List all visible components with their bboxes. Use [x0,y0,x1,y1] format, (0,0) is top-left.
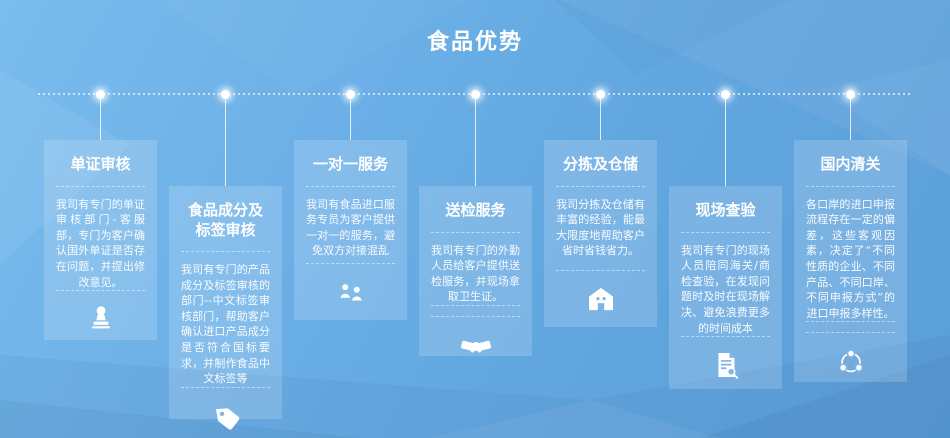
card-title: 一对一服务 [312,155,388,173]
timeline-dot [96,90,105,99]
page-title: 食品优势 [426,30,523,55]
advantage-card-customs-clearance: 国内清关 各口岸的进口申报流程存在一定的偏差，这些客观因素，决定了“不同性质的企… [794,140,907,382]
stamp-icon [56,301,145,335]
timeline-dot [471,90,480,99]
timeline-dot [596,90,605,99]
dashed-divider [306,263,395,264]
card-body-text: 我司有食品进口服务专员为客户提供一对一的服务，避免双方对接混乱 [306,197,395,258]
advantage-card-document-review: 单证审核 我司有专门的单证审核部门-客服部，专门为客户确认国外单证是否存在问题，… [44,140,157,340]
dashed-divider [56,185,145,187]
dashed-divider [681,336,770,338]
document-search-icon [681,347,770,381]
timeline-dot [346,90,355,99]
dashed-divider [556,185,645,187]
card-title: 分拣及仓储 [562,155,638,173]
dashed-divider [431,315,520,317]
handshake-icon [431,327,520,363]
dashed-divider [556,270,645,271]
advantage-card-sorting-warehousing: 分拣及仓储 我司分拣及仓储有丰富的经验，能最大限度地帮助客户省时省钱省力。 [544,140,657,327]
timeline-connector [225,99,226,186]
card-body-text: 我司有专门的现场人员陪同海关/商检查验，在发现问题时及时在现场解决、避免浪费更多… [681,243,770,335]
card-body-text: 我司有专门的单证审核部门-客服部，专门为客户确认国外单证是否存在问题，并提出修改… [56,197,145,289]
one-on-one-icon [306,274,395,308]
timeline-connector [600,99,601,140]
dashed-divider [181,251,270,252]
dashed-divider [681,231,770,233]
timeline-dot [721,90,730,99]
timeline-connector [725,99,726,186]
card-title: 单证审核 [70,155,131,173]
advantage-card-one-on-one: 一对一服务 我司有食品进口服务专员为客户提供一对一的服务，避免双方对接混乱 [294,140,407,320]
dashed-divider [56,290,145,292]
warehouse-icon [556,281,645,315]
card-title: 食品成分及标签审核 [187,201,263,239]
dashed-divider [431,304,520,306]
timeline-dot [221,90,230,99]
advantage-card-onsite-inspection: 现场查验 我司有专门的现场人员陪同海关/商检查验，在发现问题时及时在现场解决、避… [669,186,782,389]
card-title: 国内清关 [820,155,881,173]
card-body-text: 我司有专门的产品成分及标签审核的部门--中文标签审核部门，帮助客户确认进口产品成… [181,263,270,386]
dashed-divider [306,185,395,187]
timeline-dot [846,90,855,99]
advantage-card-inspection-delivery: 送检服务 我司有专门的外勤人员给客户提供送检服务，并现场拿取卫生证。 [419,186,532,356]
dashed-divider [181,386,270,388]
card-title: 送检服务 [445,201,506,219]
timeline-connector [350,99,351,140]
dashed-divider [806,321,895,323]
dashed-divider [431,231,520,233]
share-network-icon [806,343,895,379]
card-body-text: 各口岸的进口申报流程存在一定的偏差，这些客观因素，决定了“不同性质的企业、不同产… [806,197,895,320]
timeline-connector [475,99,476,186]
timeline-connector [850,99,851,140]
card-body-text: 我司分拣及仓储有丰富的经验，能最大限度地帮助客户省时省钱省力。 [556,197,645,258]
card-body-text: 我司有专门的外勤人员给客户提供送检服务，并现场拿取卫生证。 [431,243,520,304]
dashed-divider [806,185,895,187]
timeline-connector [100,99,101,140]
card-title: 现场查验 [695,201,756,219]
tag-icon [181,398,270,434]
dashed-divider [806,332,895,334]
advantage-card-label-review: 食品成分及标签审核 我司有专门的产品成分及标签审核的部门--中文标签审核部门，帮… [169,186,282,430]
